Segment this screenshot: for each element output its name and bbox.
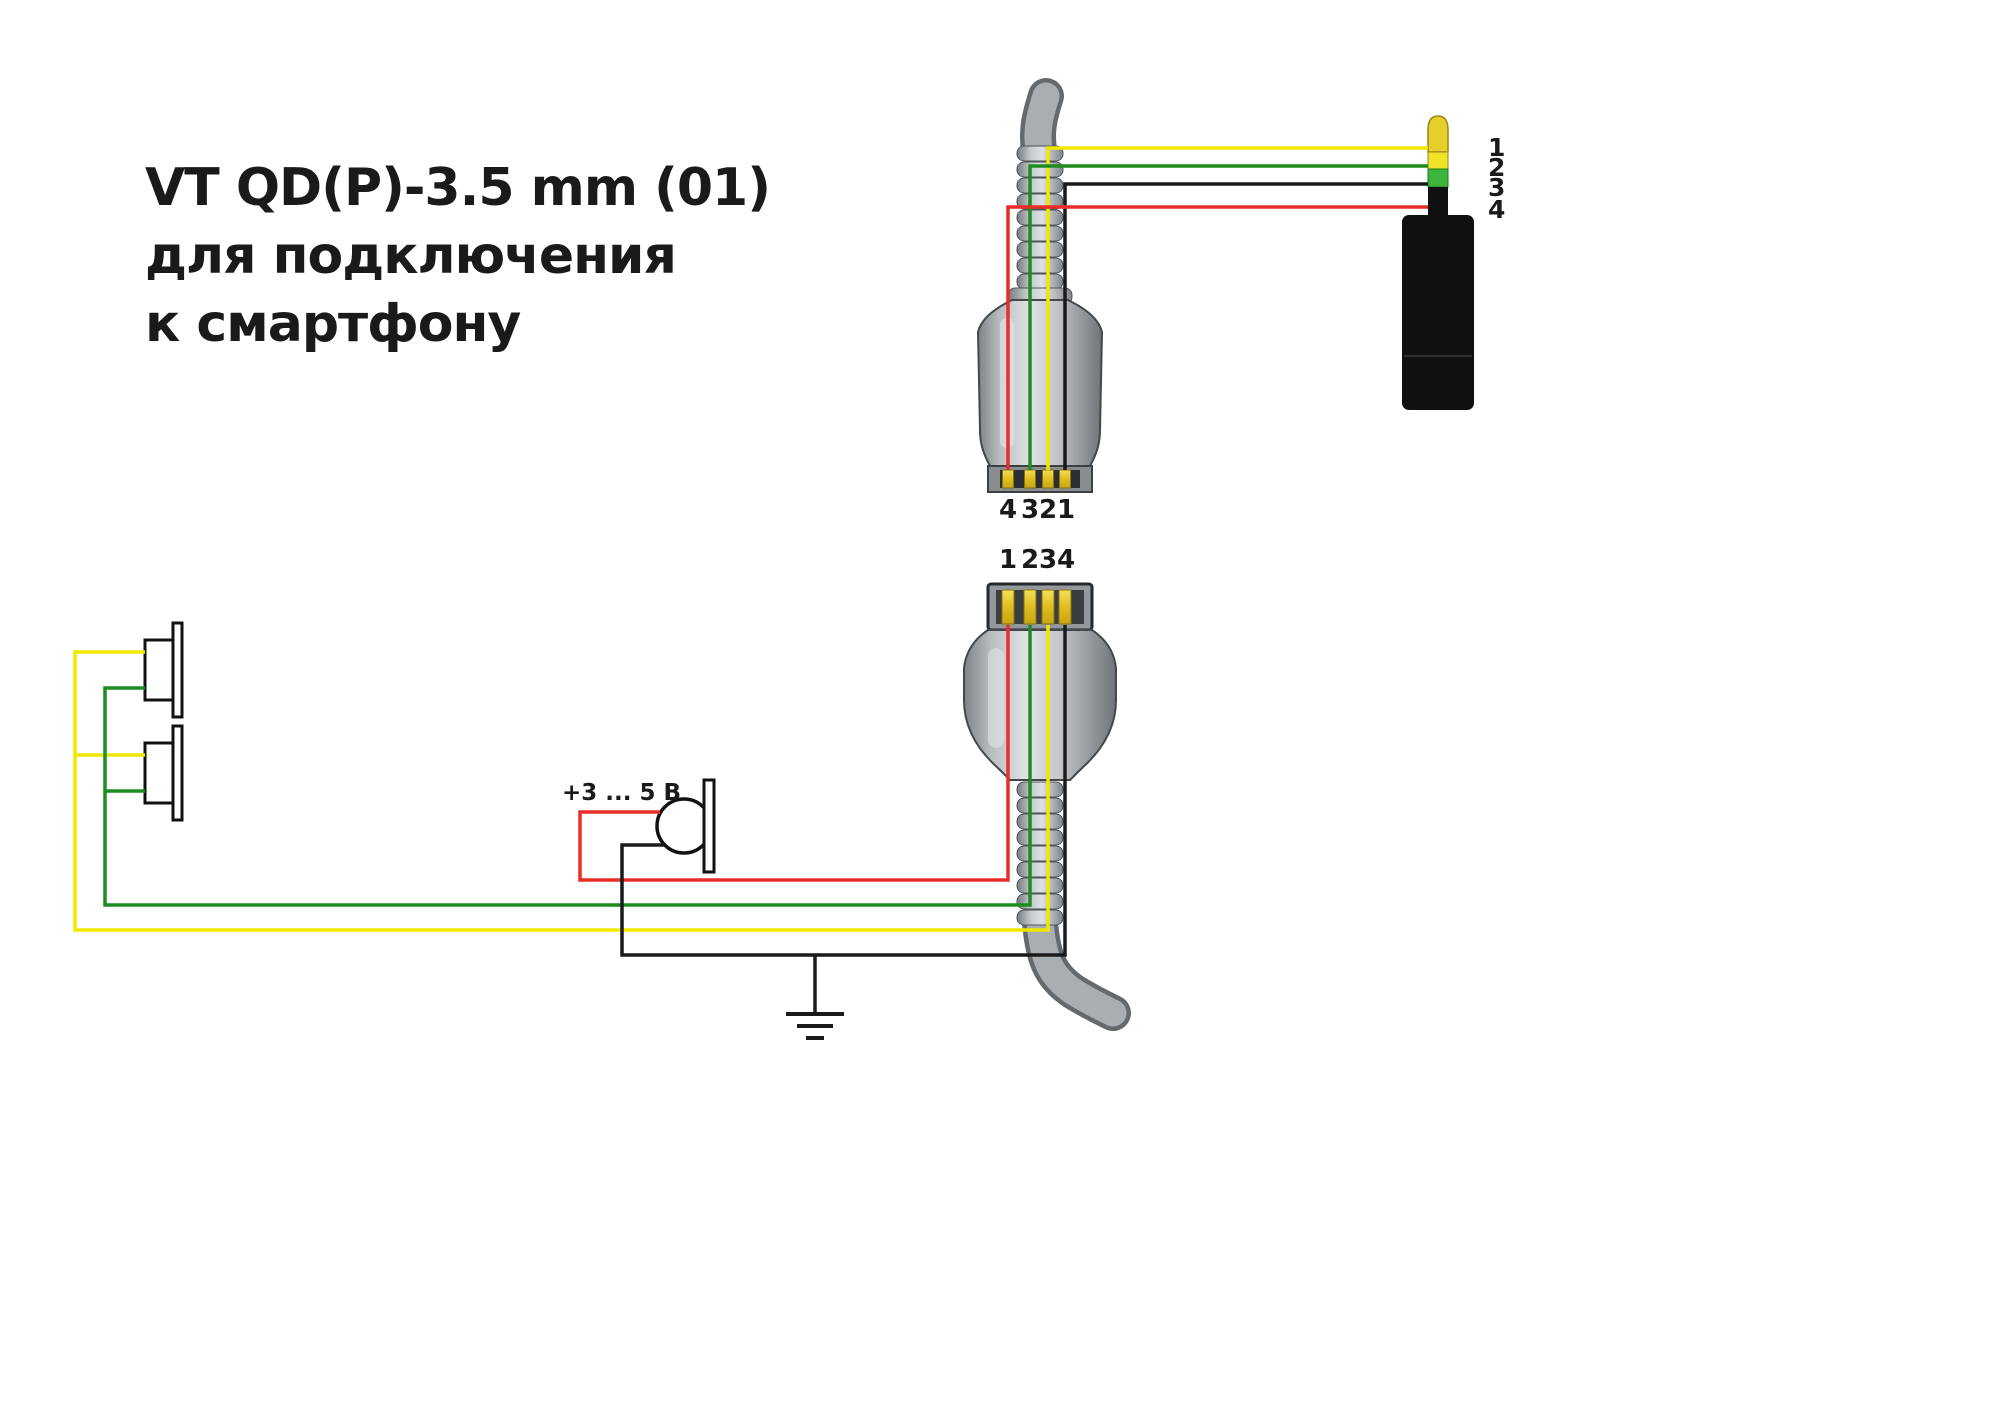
jack-ring-2 — [1427, 151, 1449, 170]
ground-symbol — [786, 955, 844, 1040]
speaker-magnet — [143, 638, 175, 702]
rib — [1016, 829, 1064, 846]
title-line-1: VT QD(P)-3.5 mm (01) — [145, 158, 770, 218]
jack-ring-3 — [1427, 168, 1449, 188]
contact-pin-3 — [1041, 589, 1055, 625]
rib — [1016, 909, 1064, 926]
jack-pin-label-4: 4 — [1488, 195, 1505, 224]
rib — [1016, 241, 1064, 258]
contact-pin-2 — [1023, 589, 1037, 625]
speaker-2 — [143, 724, 184, 822]
top-pin-label-4: 4 — [999, 495, 1017, 525]
rib — [1016, 177, 1064, 194]
rib — [1016, 861, 1064, 878]
bottom-pin-label-2: 2 — [1021, 545, 1039, 575]
jack-pin-label-3: 3 — [1488, 173, 1505, 202]
contact-pin-1 — [1059, 469, 1071, 489]
gold-contacts — [1001, 589, 1072, 625]
bottom-pin-label-3: 3 — [1039, 545, 1057, 575]
rib — [1016, 813, 1064, 830]
wire-red-to-sleeve — [1006, 205, 1428, 470]
contact-pin-4 — [1002, 469, 1014, 489]
wires-bottom — [73, 625, 1067, 957]
wires-top — [1006, 146, 1428, 470]
rib — [1016, 209, 1064, 226]
top-pin-label-1: 1 — [1057, 495, 1075, 525]
wire-green-to-ring2 — [1028, 164, 1428, 470]
body-highlight — [988, 648, 1004, 748]
rib — [1016, 877, 1064, 894]
bottom-pin-label-1: 1 — [999, 545, 1017, 575]
wire-green-to-speakers — [103, 625, 1032, 907]
rib — [1016, 273, 1064, 290]
trrs-jack — [1402, 115, 1474, 410]
title-line-3: к смартфону — [145, 294, 520, 354]
speaker-magnet — [143, 741, 175, 805]
connector-body — [976, 299, 1104, 467]
speaker-1 — [143, 621, 184, 719]
title-block: VT QD(P)-3.5 mm (01) для подключения к с… — [145, 158, 771, 354]
jack-tip — [1427, 115, 1449, 153]
rib — [1016, 797, 1064, 814]
top-pin-label-3: 3 — [1021, 495, 1039, 525]
mic-voltage-label: +3 ... 5 В — [562, 780, 681, 806]
contact-pin-1 — [1001, 589, 1015, 625]
cable — [1024, 82, 1060, 164]
mic-membrane — [702, 778, 716, 874]
jack-pin-label-1: 1 — [1488, 133, 1505, 162]
top-pin-label-2: 2 — [1039, 495, 1057, 525]
jack-sleeve-neck — [1428, 187, 1448, 215]
wire-red-to-mic — [578, 625, 1010, 882]
rib — [1016, 257, 1064, 274]
jack-pin-labels: 1 2 3 4 — [1488, 133, 1505, 224]
wire-yellow-to-speakers — [73, 625, 1050, 932]
cable — [1026, 908, 1127, 1027]
jack-pin-label-2: 2 — [1488, 153, 1505, 182]
microphone — [655, 778, 716, 874]
wire-black-to-mic-and-ground — [620, 625, 1067, 957]
bottom-pin-label-4: 4 — [1057, 545, 1075, 575]
rib — [1016, 225, 1064, 242]
wire-yellow-to-tip — [1046, 146, 1428, 470]
rib — [1016, 845, 1064, 862]
contact-pin-4 — [1058, 589, 1072, 625]
rib — [1016, 781, 1064, 798]
bottom-connector-pin-labels: 1 2 3 4 — [999, 545, 1075, 575]
top-connector-pin-labels: 4 3 2 1 — [999, 495, 1075, 525]
contact-pin-2 — [1042, 469, 1054, 489]
wire-black-to-ring3 — [1063, 182, 1428, 470]
contact-pin-3 — [1024, 469, 1036, 489]
jack-handle — [1402, 215, 1474, 410]
connector-body — [963, 629, 1117, 781]
title-line-2: для подключения — [145, 226, 676, 286]
